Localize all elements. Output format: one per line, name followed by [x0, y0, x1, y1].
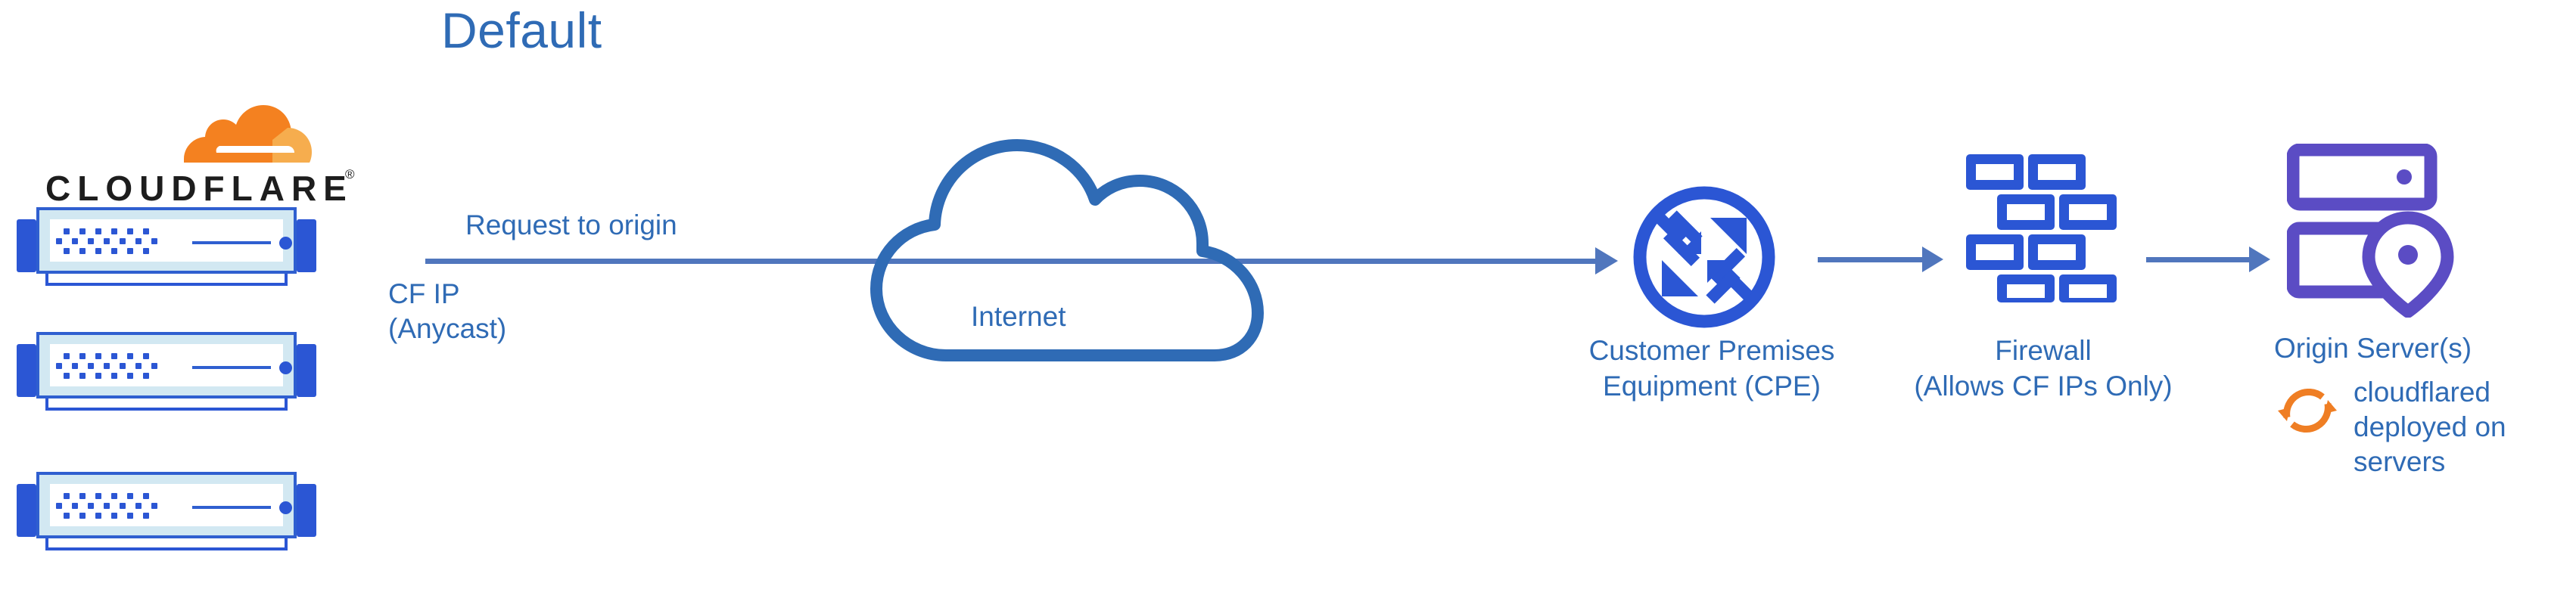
- request-flow-line: [425, 259, 1607, 264]
- cloudflare-wordmark: CLOUDFLARE: [45, 169, 353, 208]
- server-ear-left: [17, 484, 36, 537]
- cpe-label: Customer Premises Equipment (CPE): [1588, 335, 1835, 402]
- cpe-to-firewall-line: [1818, 257, 1925, 262]
- cloudflare-edge-server: [15, 329, 318, 416]
- firewall-label: Firewall (Allows CF IPs Only): [1914, 335, 2173, 402]
- server-faceplate: [50, 344, 292, 386]
- cloudflare-edge-server: [15, 469, 318, 556]
- firewall-to-origin-arrowhead-icon: [2249, 247, 2270, 272]
- server-ear-right: [297, 484, 316, 537]
- server-ear-right: [297, 344, 316, 397]
- cloudflared-deployment-label: cloudflared deployed on servers: [2354, 377, 2506, 477]
- cf-ip-anycast-label: CF IP (Anycast): [388, 278, 507, 344]
- page-title: Default: [441, 2, 602, 58]
- server-ear-right: [297, 219, 316, 272]
- cloudflare-cloud-logo-icon: [184, 105, 312, 163]
- brick-wall-icon: [1966, 154, 2117, 302]
- server-slot: [192, 241, 271, 244]
- server-ear-left: [17, 344, 36, 397]
- request-flow-arrowhead-icon: [1595, 247, 1618, 274]
- request-to-origin-label: Request to origin: [465, 209, 677, 240]
- server-body: [36, 207, 297, 274]
- cpe-to-firewall-arrowhead-icon: [1922, 247, 1943, 272]
- server-led-icon: [279, 237, 292, 250]
- server-rack-location-pin-icon: [2287, 144, 2454, 318]
- registered-trademark-icon: ®: [345, 167, 355, 181]
- server-faceplate: [50, 219, 292, 262]
- server-body: [36, 472, 297, 538]
- internet-cloud-icon: [870, 139, 1264, 361]
- cloudflare-logo: CLOUDFLARE ®: [36, 95, 355, 208]
- server-vent-dots: [56, 493, 157, 522]
- server-slot: [192, 506, 271, 509]
- origin-server-label: Origin Server(s): [2274, 333, 2472, 364]
- sync-circular-arrows-icon: [2278, 389, 2337, 433]
- server-led-icon: [279, 361, 292, 374]
- internet-label: Internet: [971, 301, 1066, 332]
- server-led-icon: [279, 501, 292, 514]
- server-vent-dots: [56, 353, 157, 382]
- server-slot: [192, 366, 271, 369]
- cloudflare-edge-server: [15, 204, 318, 291]
- firewall-to-origin-line: [2146, 257, 2252, 262]
- server-body: [36, 332, 297, 398]
- server-vent-dots: [56, 228, 157, 257]
- server-faceplate: [50, 484, 292, 526]
- server-ear-left: [17, 219, 36, 272]
- router-four-arrows-circle-icon: [1633, 186, 1775, 328]
